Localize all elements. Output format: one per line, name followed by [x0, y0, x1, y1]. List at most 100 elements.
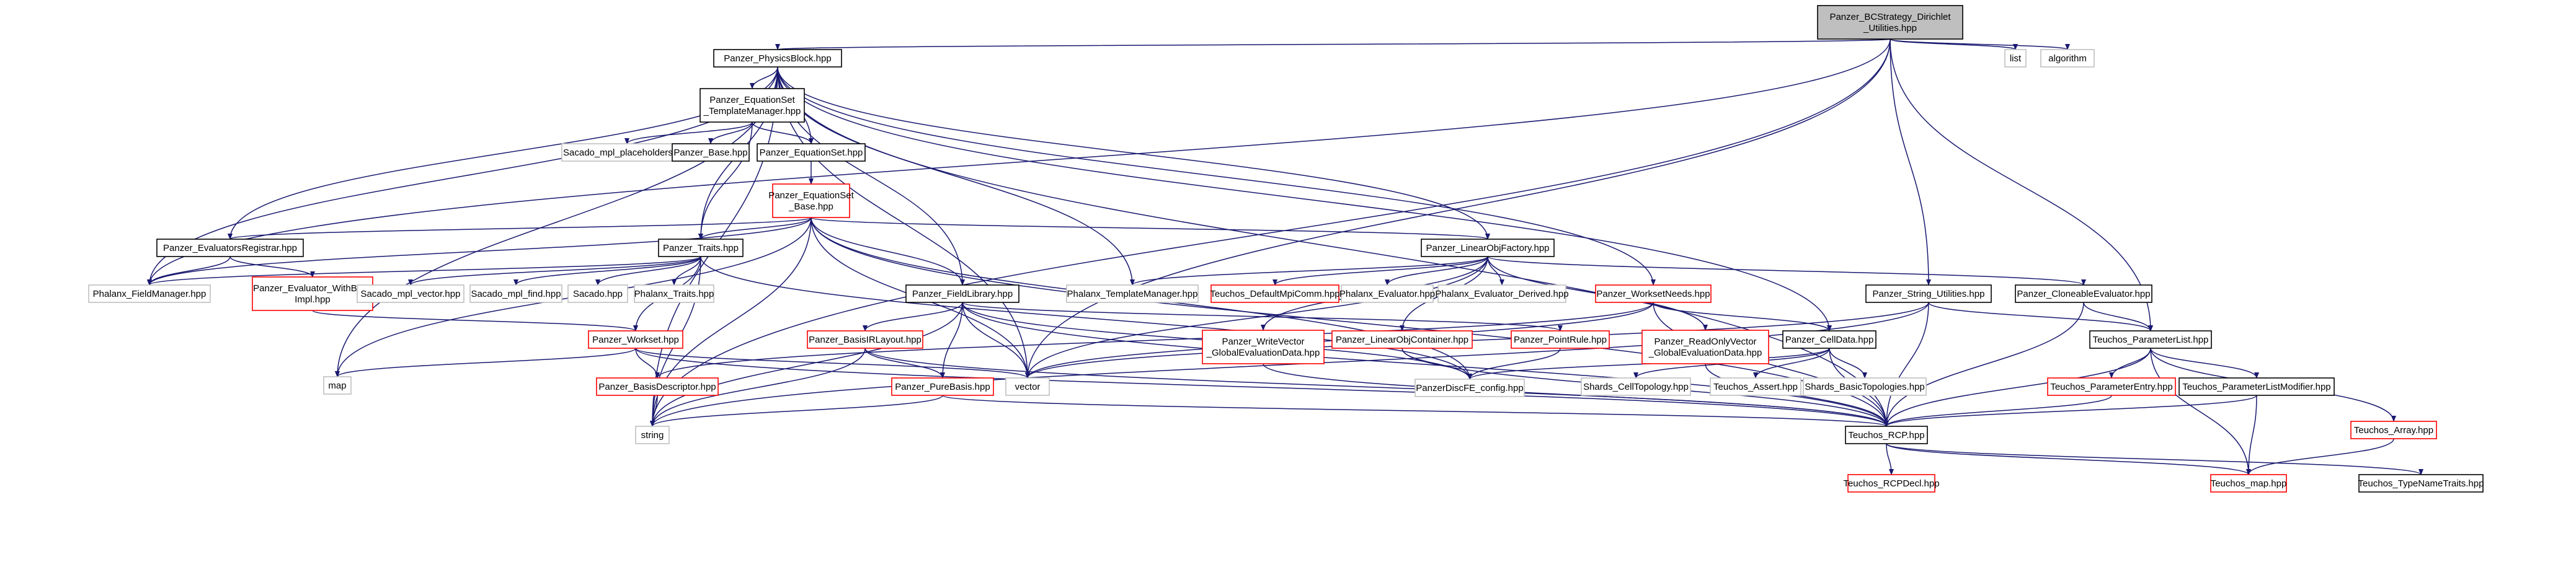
node-box-phalanx_eval[interactable] — [1341, 284, 1434, 303]
node-box-eqset_tm[interactable] — [700, 88, 805, 123]
node-box-teuchos_map[interactable] — [2210, 474, 2287, 493]
node-readonlyvector[interactable]: Panzer_ReadOnlyVector_GlobalEvaluationDa… — [1641, 330, 1769, 364]
node-rcp[interactable]: Teuchos_RCP.hpp — [1845, 426, 1928, 444]
node-box-basisirlayout[interactable] — [807, 330, 923, 349]
node-box-workset[interactable] — [588, 330, 683, 349]
node-fieldlibrary[interactable]: Panzer_FieldLibrary.hpp — [905, 284, 1019, 303]
node-eqset_base[interactable]: Panzer_EquationSet_Base.hpp — [768, 183, 855, 218]
node-box-paramlistmod[interactable] — [2178, 377, 2335, 396]
node-box-eqset_base[interactable] — [772, 183, 850, 218]
node-sacado_mpl_find[interactable]: Sacado_mpl_find.hpp — [469, 284, 562, 303]
node-box-sacado_mpl_vec[interactable] — [357, 284, 464, 303]
node-box-string_util[interactable] — [1865, 284, 1992, 303]
node-teuchos_map[interactable]: Teuchos_map.hpp — [2210, 474, 2287, 493]
node-phalanx_traits[interactable]: Phalanx_Traits.hpp — [634, 284, 714, 303]
node-box-shards_bt[interactable] — [1803, 377, 1927, 396]
node-box-worksetneeds[interactable] — [1595, 284, 1712, 303]
node-box-traits[interactable] — [658, 239, 744, 257]
node-string[interactable]: string — [635, 426, 670, 444]
node-box-pointrule[interactable] — [1511, 330, 1610, 349]
node-phalanx_tm[interactable]: Phalanx_TemplateManager.hpp — [1066, 284, 1199, 303]
node-phalanx_eval[interactable]: Phalanx_Evaluator.hpp — [1339, 284, 1435, 303]
node-box-linobjfactory[interactable] — [1421, 239, 1555, 257]
node-paramentry[interactable]: Teuchos_ParameterEntry.hpp — [2047, 377, 2176, 396]
node-shards_bt[interactable]: Shards_BasicTopologies.hpp — [1803, 377, 1927, 396]
node-root[interactable]: Panzer_BCStrategy_Dirichlet_Utilities.hp… — [1817, 5, 1963, 40]
node-sacado_mpl_ph[interactable]: Sacado_mpl_placeholders.hpp — [561, 143, 693, 162]
node-teuchos_assert[interactable]: Teuchos_Assert.hpp — [1710, 377, 1801, 396]
node-box-eqset[interactable] — [757, 143, 866, 162]
node-box-sacado[interactable] — [567, 284, 628, 303]
node-eqset[interactable]: Panzer_EquationSet.hpp — [757, 143, 866, 162]
node-writevector[interactable]: Panzer_WriteVector_GlobalEvaluationData.… — [1202, 330, 1325, 364]
node-box-phalanx_tm[interactable] — [1066, 284, 1199, 303]
node-paramlist[interactable]: Teuchos_ParameterList.hpp — [2089, 330, 2212, 349]
node-box-rcp[interactable] — [1845, 426, 1928, 444]
node-shards_ct[interactable]: Shards_CellTopology.hpp — [1581, 377, 1691, 396]
node-phalanx_fm[interactable]: Phalanx_FieldManager.hpp — [88, 284, 211, 303]
node-box-list[interactable] — [2004, 49, 2027, 68]
node-workset[interactable]: Panzer_Workset.hpp — [588, 330, 683, 349]
node-box-typenametraits[interactable] — [2358, 474, 2484, 493]
node-purebasis[interactable]: Panzer_PureBasis.hpp — [891, 377, 994, 396]
node-linobjcontainer[interactable]: Panzer_LinearObjContainer.hpp — [1331, 330, 1473, 349]
node-teuchos_dmc[interactable]: Teuchos_DefaultMpiComm.hpp — [1210, 284, 1340, 303]
node-box-phalanx_traits[interactable] — [634, 284, 714, 303]
node-box-eval_wbi[interactable] — [252, 276, 373, 311]
node-box-vector[interactable] — [1005, 377, 1050, 396]
node-box-cloneable_eval[interactable] — [2015, 284, 2152, 303]
node-traits[interactable]: Panzer_Traits.hpp — [658, 239, 744, 257]
node-box-paramentry[interactable] — [2047, 377, 2176, 396]
node-box-teuchos_assert[interactable] — [1710, 377, 1801, 396]
node-box-readonlyvector[interactable] — [1641, 330, 1769, 364]
node-basisdesc[interactable]: Panzer_BasisDescriptor.hpp — [596, 377, 719, 396]
node-box-phalanx_eval_der[interactable] — [1437, 284, 1566, 303]
node-box-discfe[interactable] — [1415, 379, 1525, 397]
node-box-panzer_base[interactable] — [672, 143, 750, 162]
node-phalanx_eval_der[interactable]: Phalanx_Evaluator_Derived.hpp — [1435, 284, 1569, 303]
node-linobjfactory[interactable]: Panzer_LinearObjFactory.hpp — [1421, 239, 1555, 257]
node-typenametraits[interactable]: Teuchos_TypeNameTraits.hpp — [2358, 474, 2484, 493]
node-box-teuchos_dmc[interactable] — [1210, 284, 1339, 303]
node-box-linobjcontainer[interactable] — [1331, 330, 1473, 349]
node-array[interactable]: Teuchos_Array.hpp — [2350, 421, 2437, 439]
node-box-phalanx_fm[interactable] — [88, 284, 211, 303]
node-box-purebasis[interactable] — [891, 377, 994, 396]
node-paramlistmod[interactable]: Teuchos_ParameterListModifier.hpp — [2178, 377, 2335, 396]
node-eqset_tm[interactable]: Panzer_EquationSet_TemplateManager.hpp — [700, 88, 805, 123]
node-box-fieldlibrary[interactable] — [905, 284, 1019, 303]
node-box-basisdesc[interactable] — [596, 377, 719, 396]
node-box-shards_ct[interactable] — [1581, 377, 1691, 396]
node-vector[interactable]: vector — [1005, 377, 1050, 396]
node-rcpdecl[interactable]: Teuchos_RCPDecl.hpp — [1843, 474, 1940, 493]
node-box-root[interactable] — [1817, 5, 1963, 40]
node-worksetneeds[interactable]: Panzer_WorksetNeeds.hpp — [1595, 284, 1712, 303]
node-box-string[interactable] — [635, 426, 670, 444]
node-celldata[interactable]: Panzer_CellData.hpp — [1782, 330, 1876, 349]
node-discfe[interactable]: PanzerDiscFE_config.hpp — [1415, 379, 1525, 397]
node-box-physicsblock[interactable] — [713, 49, 842, 68]
node-sacado[interactable]: Sacado.hpp — [567, 284, 628, 303]
node-box-writevector[interactable] — [1202, 330, 1325, 364]
node-box-sacado_mpl_find[interactable] — [469, 284, 562, 303]
node-box-sacado_mpl_ph[interactable] — [561, 143, 693, 162]
node-string_util[interactable]: Panzer_String_Utilities.hpp — [1865, 284, 1992, 303]
node-cloneable_eval[interactable]: Panzer_CloneableEvaluator.hpp — [2015, 284, 2152, 303]
node-sacado_mpl_vec[interactable]: Sacado_mpl_vector.hpp — [357, 284, 464, 303]
node-eval_reg[interactable]: Panzer_EvaluatorsRegistrar.hpp — [156, 239, 304, 257]
node-box-map[interactable] — [323, 376, 352, 395]
node-physicsblock[interactable]: Panzer_PhysicsBlock.hpp — [713, 49, 842, 68]
node-box-algorithm[interactable] — [2040, 49, 2095, 68]
node-list[interactable]: list — [2004, 49, 2027, 68]
node-box-paramlist[interactable] — [2089, 330, 2212, 349]
node-map[interactable]: map — [323, 376, 352, 395]
node-pointrule[interactable]: Panzer_PointRule.hpp — [1511, 330, 1610, 349]
node-algorithm[interactable]: algorithm — [2040, 49, 2095, 68]
node-box-array[interactable] — [2350, 421, 2437, 439]
node-box-celldata[interactable] — [1782, 330, 1876, 349]
node-box-eval_reg[interactable] — [156, 239, 304, 257]
node-box-rcpdecl[interactable] — [1847, 474, 1935, 493]
node-panzer_base[interactable]: Panzer_Base.hpp — [672, 143, 750, 162]
node-basisirlayout[interactable]: Panzer_BasisIRLayout.hpp — [807, 330, 923, 349]
